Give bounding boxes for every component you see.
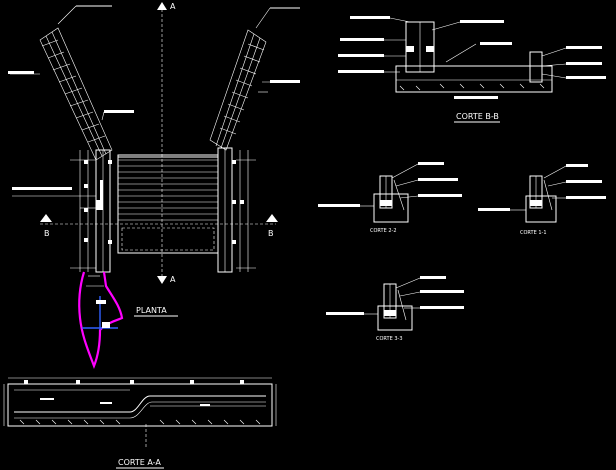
section-arrow-a-bottom	[157, 276, 167, 284]
section-label-b-right: B	[268, 229, 274, 238]
section-bb: CORTE B-B	[338, 16, 606, 123]
section-bb-title: CORTE B-B	[456, 112, 499, 121]
basin-floor	[117, 154, 219, 254]
section-arrow-a-top	[157, 2, 167, 10]
section-22-title: CORTE 2-2	[370, 228, 397, 234]
section-label-b-left: B	[44, 229, 50, 238]
section-aa-title: CORTE A-A	[118, 458, 161, 467]
section-33: CORTE 3-3	[326, 276, 464, 342]
section-arrow-b-right	[266, 214, 278, 222]
section-22: CORTE 2-2	[318, 162, 462, 234]
section-aa: CORTE A-A	[3, 377, 277, 469]
plan-view: A A	[8, 2, 300, 370]
left-side-walls	[12, 149, 112, 273]
section-arrow-b-left	[40, 214, 52, 222]
section-11-title: CORTE 1-1	[520, 230, 547, 236]
section-11: CORTE 1-1	[478, 164, 606, 236]
section-label-a-top: A	[170, 2, 176, 11]
outlet-channel	[78, 271, 124, 370]
right-wing-wall	[209, 7, 300, 151]
right-side-walls	[217, 147, 256, 273]
section-33-title: CORTE 3-3	[376, 336, 403, 342]
section-label-a-bottom: A	[170, 275, 176, 284]
left-wing-wall	[8, 5, 134, 161]
section-bb-callouts	[338, 16, 606, 99]
plan-title: PLANTA	[136, 306, 167, 315]
